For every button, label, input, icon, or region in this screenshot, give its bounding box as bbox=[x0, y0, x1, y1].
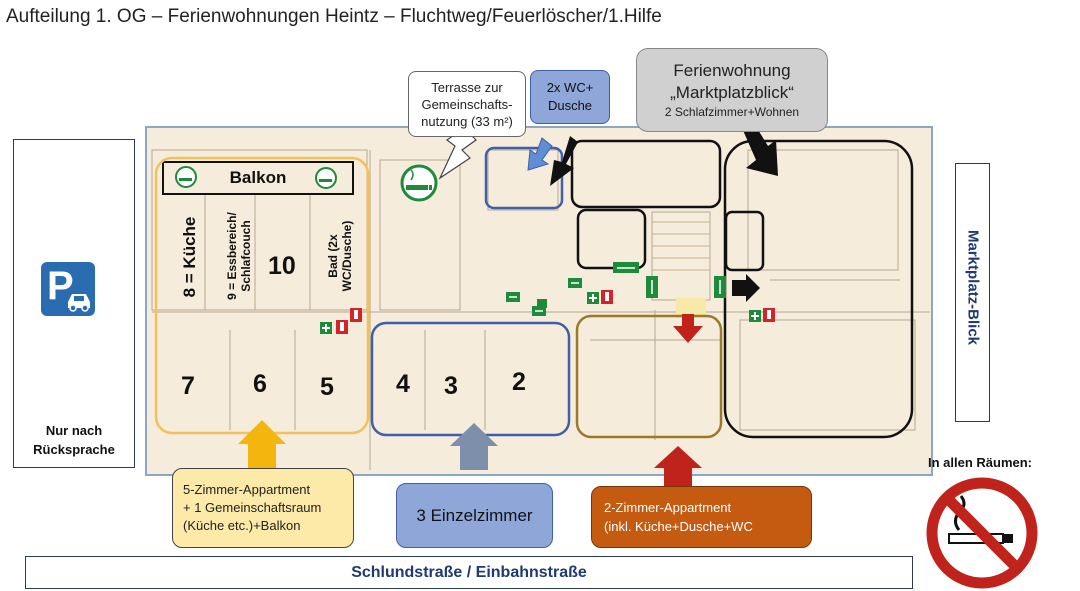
parking-note-line2: Rücksprache bbox=[33, 442, 115, 457]
bad-label: Bad (2x WC/Dusche) bbox=[326, 201, 354, 311]
room-2-label: 2 bbox=[512, 368, 526, 396]
emergency-exit-icon bbox=[613, 262, 639, 273]
room-9-line2: Schlafcouch bbox=[239, 220, 253, 292]
fire-extinguisher-icon bbox=[763, 308, 775, 322]
arrow-icon bbox=[732, 274, 760, 302]
smoking-area-icon bbox=[400, 164, 438, 202]
terrace-callout: Terrasse zur Gemeinschafts- nutzung (33 … bbox=[408, 71, 526, 137]
group-outline-2zimmer bbox=[575, 314, 723, 439]
room-3-label: 3 bbox=[444, 372, 458, 400]
outline-fewo-small bbox=[724, 210, 765, 272]
wc-callout-line1: 2x WC+ bbox=[546, 80, 594, 95]
fewo-callout-line3: 2 Schlafzimmer+Wohnen bbox=[664, 105, 800, 119]
callout-2zimmer: 2-Zimmer-Appartment (inkl. Küche+Dusche+… bbox=[591, 486, 812, 548]
bad-line1: Bad (2x bbox=[326, 234, 340, 278]
wc-callout-line2: Dusche bbox=[547, 98, 593, 113]
outline-wc-dusche bbox=[484, 146, 564, 210]
room-6-label: 6 bbox=[253, 370, 267, 398]
wc-dusche-callout: 2x WC+ Dusche bbox=[530, 70, 610, 124]
parking-note-line1: Nur nach bbox=[45, 423, 103, 438]
fewo-callout-line1: Ferienwohnung bbox=[673, 61, 791, 80]
callout-einzelzimmer: 3 Einzelzimmer bbox=[396, 483, 553, 548]
stair-landing bbox=[676, 298, 706, 318]
room-8-label: 8 = Küche bbox=[180, 216, 199, 298]
bad-line2: WC/Dusche) bbox=[340, 220, 354, 292]
callout-2zimmer-line2: (inkl. Küche+Dusche+WC bbox=[604, 519, 753, 534]
arrow-icon bbox=[238, 420, 286, 470]
fewo-callout: Ferienwohnung „Marktplatzblick“ 2 Schlaf… bbox=[636, 48, 828, 132]
parking-sign-icon: P bbox=[41, 262, 95, 316]
emergency-exit-icon bbox=[646, 276, 658, 298]
arrow-icon bbox=[527, 137, 553, 171]
terrace-callout-line3: nutzung (33 m²) bbox=[421, 113, 513, 129]
balkon-box bbox=[162, 161, 354, 195]
arrow-icon bbox=[654, 446, 702, 492]
first-aid-icon bbox=[749, 310, 761, 322]
arrow-icon bbox=[550, 136, 578, 186]
room-9-label: 9 = Essbereich/ Schlafcouch bbox=[225, 201, 253, 311]
street-label: Schlundstraße / Einbahnstraße bbox=[25, 556, 913, 589]
arrow-icon bbox=[742, 120, 778, 176]
emergency-exit-icon bbox=[532, 306, 546, 316]
parking-note: Nur nach Rücksprache bbox=[14, 421, 134, 459]
first-aid-icon bbox=[587, 292, 599, 304]
room-4-label: 4 bbox=[396, 370, 410, 398]
room-7-label: 7 bbox=[181, 372, 195, 400]
no-smoking-sign-icon bbox=[926, 477, 1038, 589]
room-10-label: 10 bbox=[268, 252, 296, 280]
outline-fewo-upper bbox=[570, 139, 722, 209]
arrow-icon bbox=[673, 314, 703, 343]
fire-extinguisher-icon bbox=[350, 308, 362, 322]
smoking-area-icon bbox=[175, 166, 197, 188]
fire-extinguisher-icon bbox=[601, 290, 613, 304]
room-9-line1: 9 = Essbereich/ bbox=[225, 212, 239, 300]
emergency-exit-icon bbox=[537, 299, 547, 308]
room-5-label: 5 bbox=[320, 373, 334, 401]
emergency-exit-icon bbox=[506, 292, 520, 302]
callout-5zimmer: 5-Zimmer-Appartment + 1 Gemeinschaftsrau… bbox=[172, 468, 354, 548]
arrow-icon bbox=[438, 127, 477, 180]
emergency-exit-icon bbox=[568, 278, 582, 288]
fire-extinguisher-icon bbox=[336, 320, 348, 334]
arrow-icon bbox=[450, 423, 498, 470]
no-smoking-label: In allen Räumen: bbox=[927, 455, 1033, 470]
callout-5zimmer-line1: 5-Zimmer-Appartment bbox=[183, 482, 311, 497]
callout-5zimmer-line3: (Küche etc.)+Balkon bbox=[183, 518, 301, 533]
callout-2zimmer-line1: 2-Zimmer-Appartment bbox=[604, 500, 732, 515]
outline-fewo-bath bbox=[576, 208, 647, 270]
terrace-callout-line1: Terrasse zur bbox=[431, 79, 503, 95]
fewo-callout-line2: „Marktplatzblick“ bbox=[670, 83, 794, 102]
smoking-area-icon bbox=[315, 167, 337, 189]
callout-5zimmer-line2: + 1 Gemeinschaftsraum bbox=[183, 500, 322, 515]
emergency-exit-icon bbox=[714, 276, 726, 298]
first-aid-icon bbox=[320, 322, 332, 334]
page-title: Aufteilung 1. OG – Ferienwohnungen Heint… bbox=[6, 6, 662, 27]
left-parking-panel: P Nur nach Rücksprache bbox=[13, 139, 135, 468]
terrace-callout-line2: Gemeinschafts- bbox=[421, 96, 513, 112]
right-marktplatz-panel: Marktplatz-Blick bbox=[955, 163, 990, 422]
plan-linework bbox=[151, 149, 930, 470]
balkon-label: Balkon bbox=[229, 168, 287, 187]
